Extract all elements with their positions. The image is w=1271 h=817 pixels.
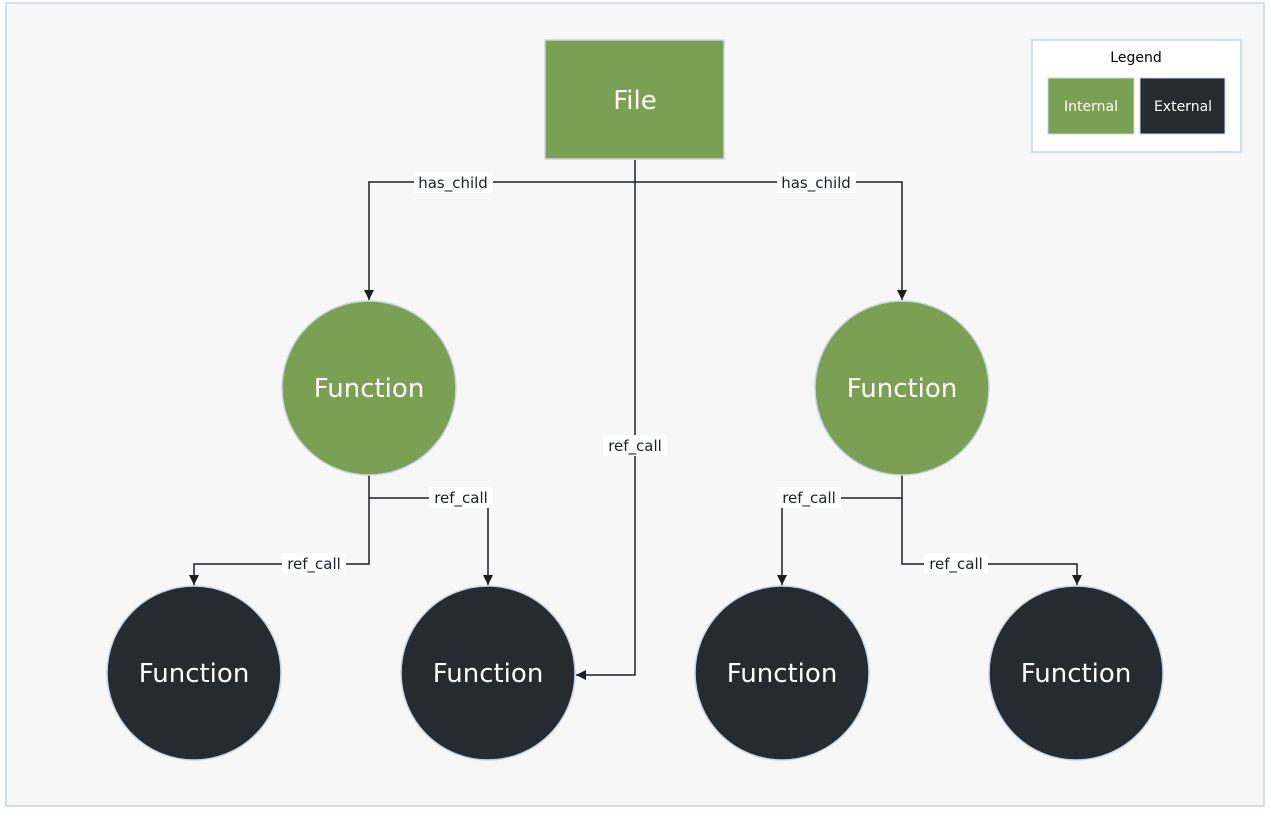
edge-right-to-external-function-3 [777, 475, 903, 585]
external-function-node-4[interactable]: Function [988, 585, 1164, 761]
edge-label-bg [777, 487, 841, 508]
edge-label-bg [777, 172, 856, 193]
external-function-node-2[interactable]: Function [400, 585, 576, 761]
edge-label-bg [429, 487, 493, 508]
edge-right-to-external-function-4 [901, 498, 1082, 585]
internal-function-node-right-shape [814, 300, 990, 476]
internal-function-node-left-label: Function [314, 374, 425, 404]
external-function-node-2-shape [400, 585, 576, 761]
internal-function-node-right-label: Function [847, 374, 958, 404]
edge-label-bg [603, 435, 667, 456]
external-function-node-3[interactable]: Function [694, 585, 870, 761]
external-function-node-4-label: Function [1021, 659, 1132, 689]
edge-label-has-child-right: has_child [781, 174, 851, 193]
internal-function-node-left[interactable]: Function [281, 300, 457, 476]
legend-external-swatch [1139, 77, 1226, 135]
external-function-node-4-shape [988, 585, 1164, 761]
legend-title: Legend [1110, 50, 1161, 66]
internal-function-node-right[interactable]: Function [814, 300, 990, 476]
edge-labels: has_child has_child ref_call ref_call re… [282, 172, 988, 574]
edge-label-ref-call-file: ref_call [608, 437, 662, 456]
file-node-shape [544, 39, 725, 160]
edge-file-to-external-function-2 [576, 182, 636, 680]
file-node[interactable]: File [544, 39, 725, 160]
external-function-node-3-label: Function [727, 659, 838, 689]
external-function-node-1-label: Function [139, 659, 250, 689]
external-function-node-3-shape [694, 585, 870, 761]
internal-function-node-left-shape [281, 300, 457, 476]
edge-label-bg [924, 553, 988, 574]
edge-file-to-left-function [364, 181, 635, 300]
edge-label-ref-call-left-1: ref_call [287, 555, 341, 574]
legend-external-label: External [1154, 99, 1212, 115]
edge-label-has-child-left: has_child [418, 174, 488, 193]
edge-label-bg [414, 172, 493, 193]
legend-internal-label: Internal [1064, 99, 1118, 115]
edge-label-ref-call-left-2: ref_call [434, 489, 488, 508]
legend-internal-swatch [1047, 77, 1135, 135]
edge-file-to-right-function [635, 181, 907, 300]
external-function-node-1-shape [106, 585, 282, 761]
file-node-label: File [613, 86, 657, 116]
edge-label-ref-call-right-4: ref_call [929, 555, 983, 574]
edge-left-to-external-function-1 [189, 475, 370, 585]
legend: Legend Internal External [1031, 39, 1242, 153]
external-function-node-1[interactable]: Function [106, 585, 282, 761]
external-function-node-2-label: Function [433, 659, 544, 689]
edge-label-bg [282, 553, 346, 574]
edge-label-ref-call-right-3: ref_call [782, 489, 836, 508]
